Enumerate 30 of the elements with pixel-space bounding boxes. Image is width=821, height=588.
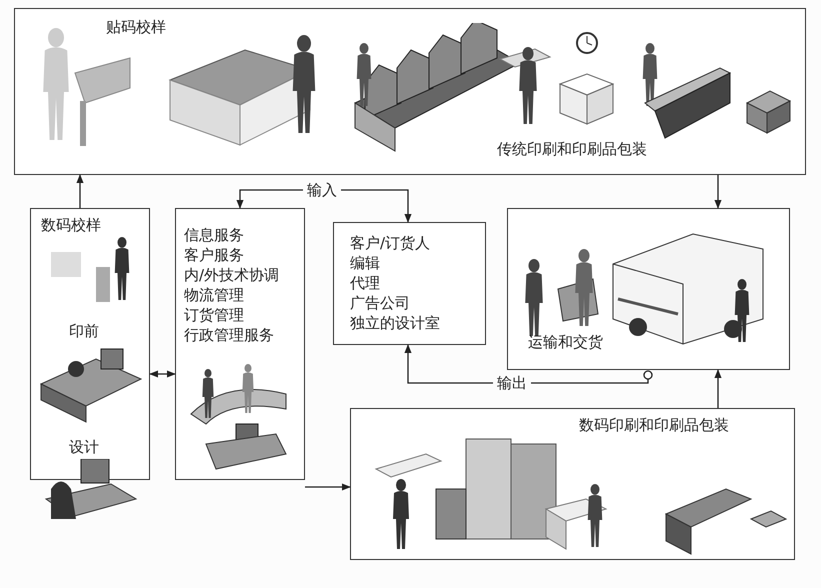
node-label: 传统印刷和印刷品包装 bbox=[497, 139, 647, 159]
process-box bbox=[333, 222, 486, 345]
node-label: 代理 bbox=[350, 273, 380, 293]
node-label: 物流管理 bbox=[184, 285, 244, 305]
node-label: 信息服务 bbox=[184, 225, 244, 245]
node-label: 内/外技术协调 bbox=[184, 265, 280, 285]
node-label: 印前 bbox=[69, 321, 99, 341]
node-label: 贴码校样 bbox=[106, 17, 166, 37]
node-label: 运输和交货 bbox=[528, 332, 603, 352]
node-label: 编辑 bbox=[350, 253, 380, 273]
node-label: 设计 bbox=[69, 437, 99, 457]
node-label: 客户/订货人 bbox=[350, 233, 430, 253]
edge-label: 输入 bbox=[303, 181, 341, 199]
arrow bbox=[149, 370, 176, 378]
arrow bbox=[714, 369, 722, 408]
arrow bbox=[305, 483, 351, 491]
arrow bbox=[714, 175, 722, 209]
node-label: 广告公司 bbox=[350, 293, 410, 313]
process-box bbox=[14, 8, 806, 175]
node-label: 订货管理 bbox=[184, 305, 244, 325]
node-label: 数码校样 bbox=[41, 215, 101, 235]
node-label: 数码印刷和印刷品包装 bbox=[579, 415, 729, 435]
process-box bbox=[175, 208, 305, 480]
node-label: 行政管理服务 bbox=[184, 325, 274, 345]
process-box bbox=[350, 408, 795, 560]
node-label: 客户服务 bbox=[184, 245, 244, 265]
node-label: 独立的设计室 bbox=[350, 313, 440, 333]
process-box bbox=[507, 208, 790, 370]
edge-label: 输出 bbox=[493, 374, 531, 392]
arrow bbox=[76, 174, 84, 208]
